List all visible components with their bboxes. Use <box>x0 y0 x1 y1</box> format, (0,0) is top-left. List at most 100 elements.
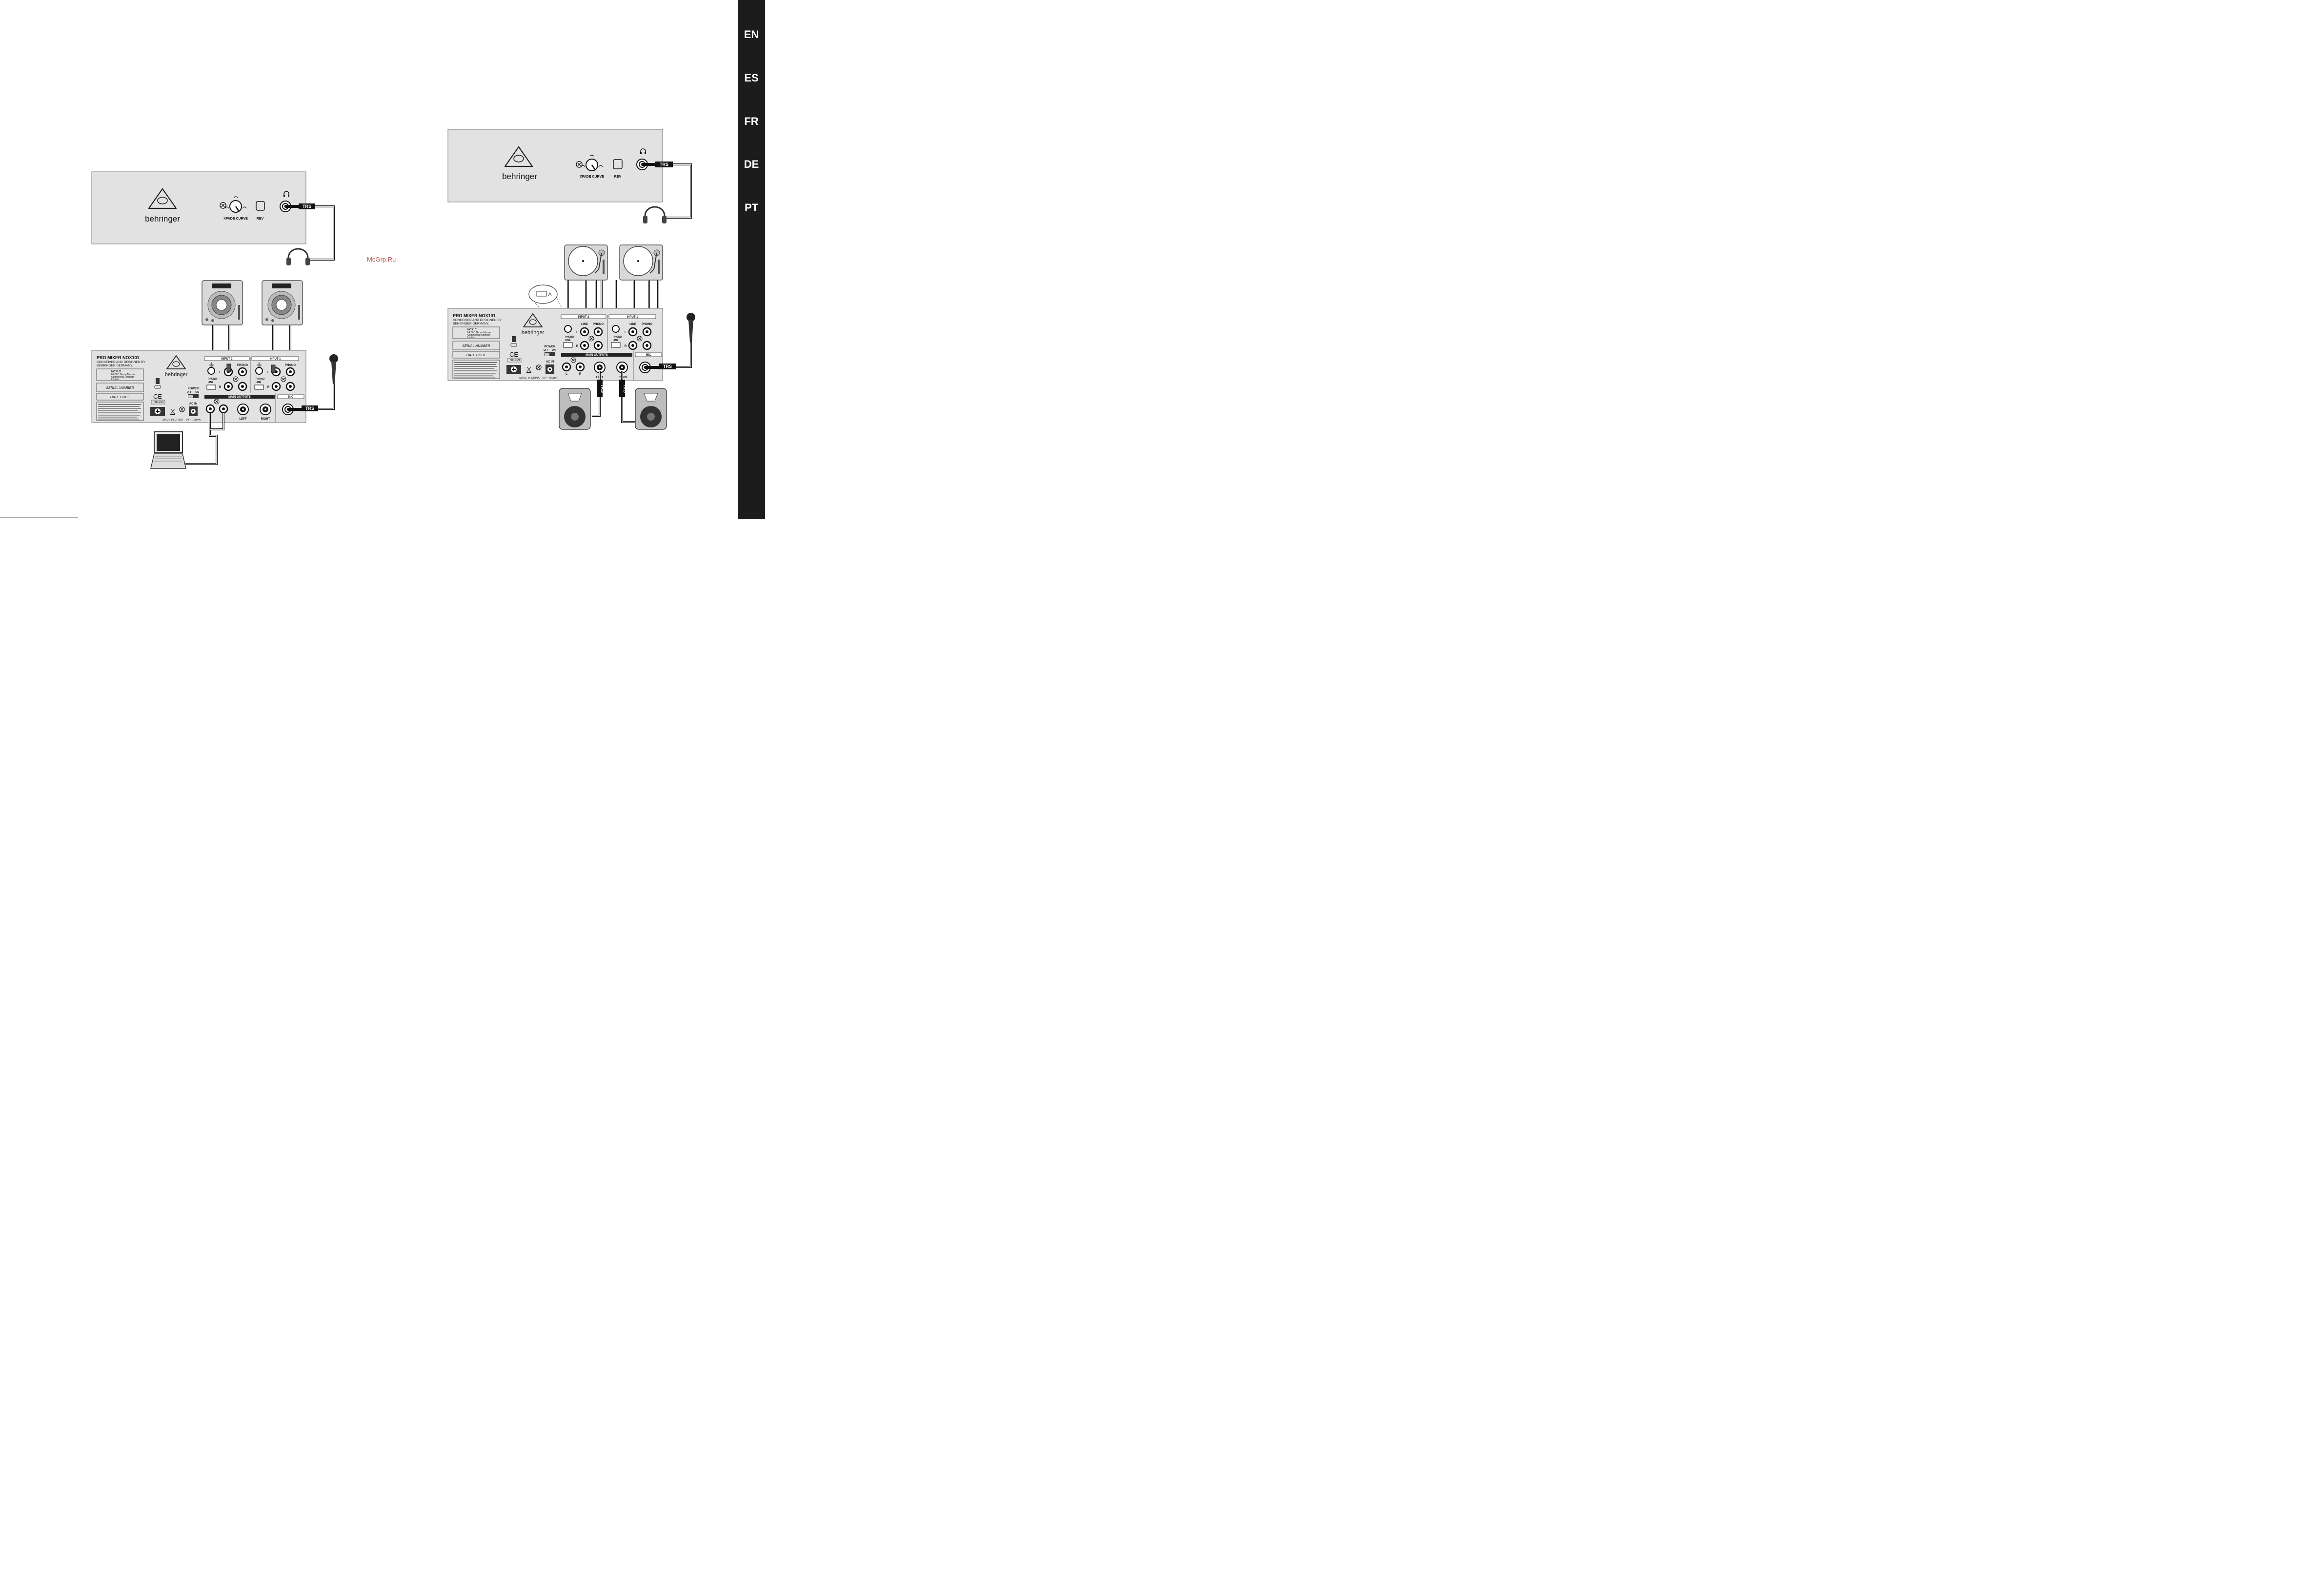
model-name: PRO MIXER NOX101 <box>453 313 496 318</box>
ground-terminal[interactable] <box>150 407 165 416</box>
power-switch[interactable] <box>545 352 555 356</box>
input1-line-l-jack[interactable] <box>628 327 638 337</box>
laptop-icon <box>150 431 186 469</box>
conceived-line2: BEHRINGER GERMANY. <box>97 364 133 367</box>
input2-phono-label: PHONO <box>237 364 248 367</box>
xfade-curve-knob[interactable] <box>224 196 247 213</box>
headphones-icon <box>643 206 667 223</box>
input2-phono-switch-label: PHONO <box>208 378 217 381</box>
input1-label: INPUT 1 <box>269 358 281 361</box>
main-outputs-label: MAIN OUTPUTS <box>228 396 251 399</box>
power-off-label: OFF <box>544 349 548 352</box>
main-out-rca-l[interactable] <box>562 362 571 372</box>
power-switch[interactable] <box>188 394 199 398</box>
input1-phono-label: PHONO <box>285 364 296 367</box>
lang-tab-en[interactable]: EN <box>744 28 759 40</box>
no-connect-icon <box>179 406 185 412</box>
power-label: POWER <box>545 345 556 348</box>
lang-tab-de[interactable]: DE <box>744 158 759 170</box>
weee-icon <box>170 408 175 415</box>
input2-phono-switch-label: PHONO <box>565 336 574 339</box>
main-out-left-jack[interactable] <box>594 362 606 373</box>
cn-maker-line3: Limited <box>467 336 475 339</box>
kensington-lock-icon <box>510 336 517 347</box>
main-out-left-jack[interactable] <box>237 404 249 415</box>
crossfader-icon <box>576 161 583 168</box>
behringer-logo <box>523 313 543 327</box>
behringer-logo <box>166 355 186 369</box>
ac-spec-label: 9V ~ 750mA <box>186 419 201 422</box>
main-out-rca-l[interactable] <box>205 404 215 414</box>
rev-button[interactable] <box>613 159 623 169</box>
input2-phono-l-jack[interactable] <box>593 327 603 337</box>
input2-line-l-jack[interactable] <box>580 327 589 337</box>
xfade-curve-label: XFADE CURVE <box>223 217 248 221</box>
input2-gnd-post[interactable] <box>564 325 572 333</box>
input2-ground-icon <box>209 362 214 367</box>
power-off-label: OFF <box>187 391 192 394</box>
power-on-label: ON <box>195 391 199 394</box>
input2-phono-label: PHONO <box>593 323 604 326</box>
ac-in-socket[interactable] <box>189 406 198 416</box>
input1-phono-l-jack[interactable] <box>642 327 652 337</box>
main-out-rca-r[interactable] <box>575 362 585 372</box>
input1-phono-r-jack[interactable] <box>285 367 295 377</box>
headphone-icon <box>283 191 289 197</box>
ground-terminal[interactable] <box>506 365 521 374</box>
input1-line-switch-label: LINE <box>613 339 619 342</box>
cn-maker-line3: Limited <box>111 378 119 381</box>
weee-icon <box>526 366 531 373</box>
input2-line-l-jack[interactable] <box>223 382 233 391</box>
input2-gnd-post[interactable] <box>207 367 215 375</box>
xfade-curve-label: XFADE CURVE <box>580 175 604 179</box>
turntable-right <box>619 244 663 281</box>
rev-button[interactable] <box>256 201 265 211</box>
rev-label: REV <box>614 175 622 179</box>
cn-maker-line2: Commercial Offshore <box>111 376 134 379</box>
date-code-label: DATE CODE <box>466 354 486 357</box>
main-out-right-label: RIGHT <box>619 376 628 379</box>
language-sidebar: EN ES FR DE PT <box>738 0 765 519</box>
input1-phono-r-jack[interactable] <box>642 341 652 350</box>
input1-line-r-jack[interactable] <box>628 341 638 350</box>
mic-label: MIC <box>646 354 652 357</box>
input2-phono-r-jack[interactable] <box>238 367 247 377</box>
lang-tab-es[interactable]: ES <box>744 72 759 84</box>
input2-label: INPUT 2 <box>578 316 589 319</box>
headphone-icon <box>640 148 646 154</box>
input2-line-r-jack[interactable] <box>580 341 589 350</box>
lang-tab-fr[interactable]: FR <box>744 115 759 127</box>
trs-label: TRS <box>660 162 668 167</box>
serial-number-label: SERIAL NUMBER <box>462 344 490 348</box>
cn-model-line: NOX101 <box>111 370 121 373</box>
behringer-logo <box>148 188 177 209</box>
main-out-right-label: RIGHT <box>261 418 270 421</box>
ac-in-socket[interactable] <box>546 364 554 374</box>
xfade-curve-knob[interactable] <box>581 155 603 171</box>
input2-phono-r-jack[interactable] <box>593 341 603 350</box>
rear-panel-right: PRO MIXER NOX101 CONCEIVED AND DESIGNED … <box>447 308 692 381</box>
ac-in-label: AC IN <box>546 361 554 364</box>
input2-phono-line-switch[interactable] <box>206 384 216 390</box>
input1-phono-label: PHONO <box>642 323 652 326</box>
input1-gnd-post[interactable] <box>255 367 263 375</box>
made-in-label: MADE IN CHINA <box>162 419 183 422</box>
input1-line-l-jack[interactable] <box>271 382 281 391</box>
microphone-icon <box>329 354 338 384</box>
input1-line-r-jack[interactable] <box>285 382 295 391</box>
conceived-line2: BEHRINGER GERMANY. <box>453 322 489 325</box>
cert-code: N11999 <box>510 359 520 362</box>
input2-line-r-jack[interactable] <box>238 382 247 391</box>
watermark-text: McGrp.Ru <box>367 256 396 263</box>
input1-phono-line-switch[interactable] <box>254 384 264 390</box>
conceived-line1: CONCEIVED AND DESIGNED BY <box>453 319 502 322</box>
lang-tab-pt[interactable]: PT <box>744 202 759 214</box>
input2-phono-line-switch[interactable] <box>563 342 573 348</box>
main-out-right-jack[interactable] <box>260 404 271 415</box>
input1-gnd-post[interactable] <box>612 325 620 333</box>
main-out-rca-r[interactable] <box>219 404 228 414</box>
input1-ground-icon <box>257 362 262 367</box>
rear-panel-left: PRO MIXER NOX101 CONCEIVED AND DESIGNED … <box>91 350 335 423</box>
input1-phono-line-switch[interactable] <box>611 342 621 348</box>
speaker-right <box>635 388 667 430</box>
